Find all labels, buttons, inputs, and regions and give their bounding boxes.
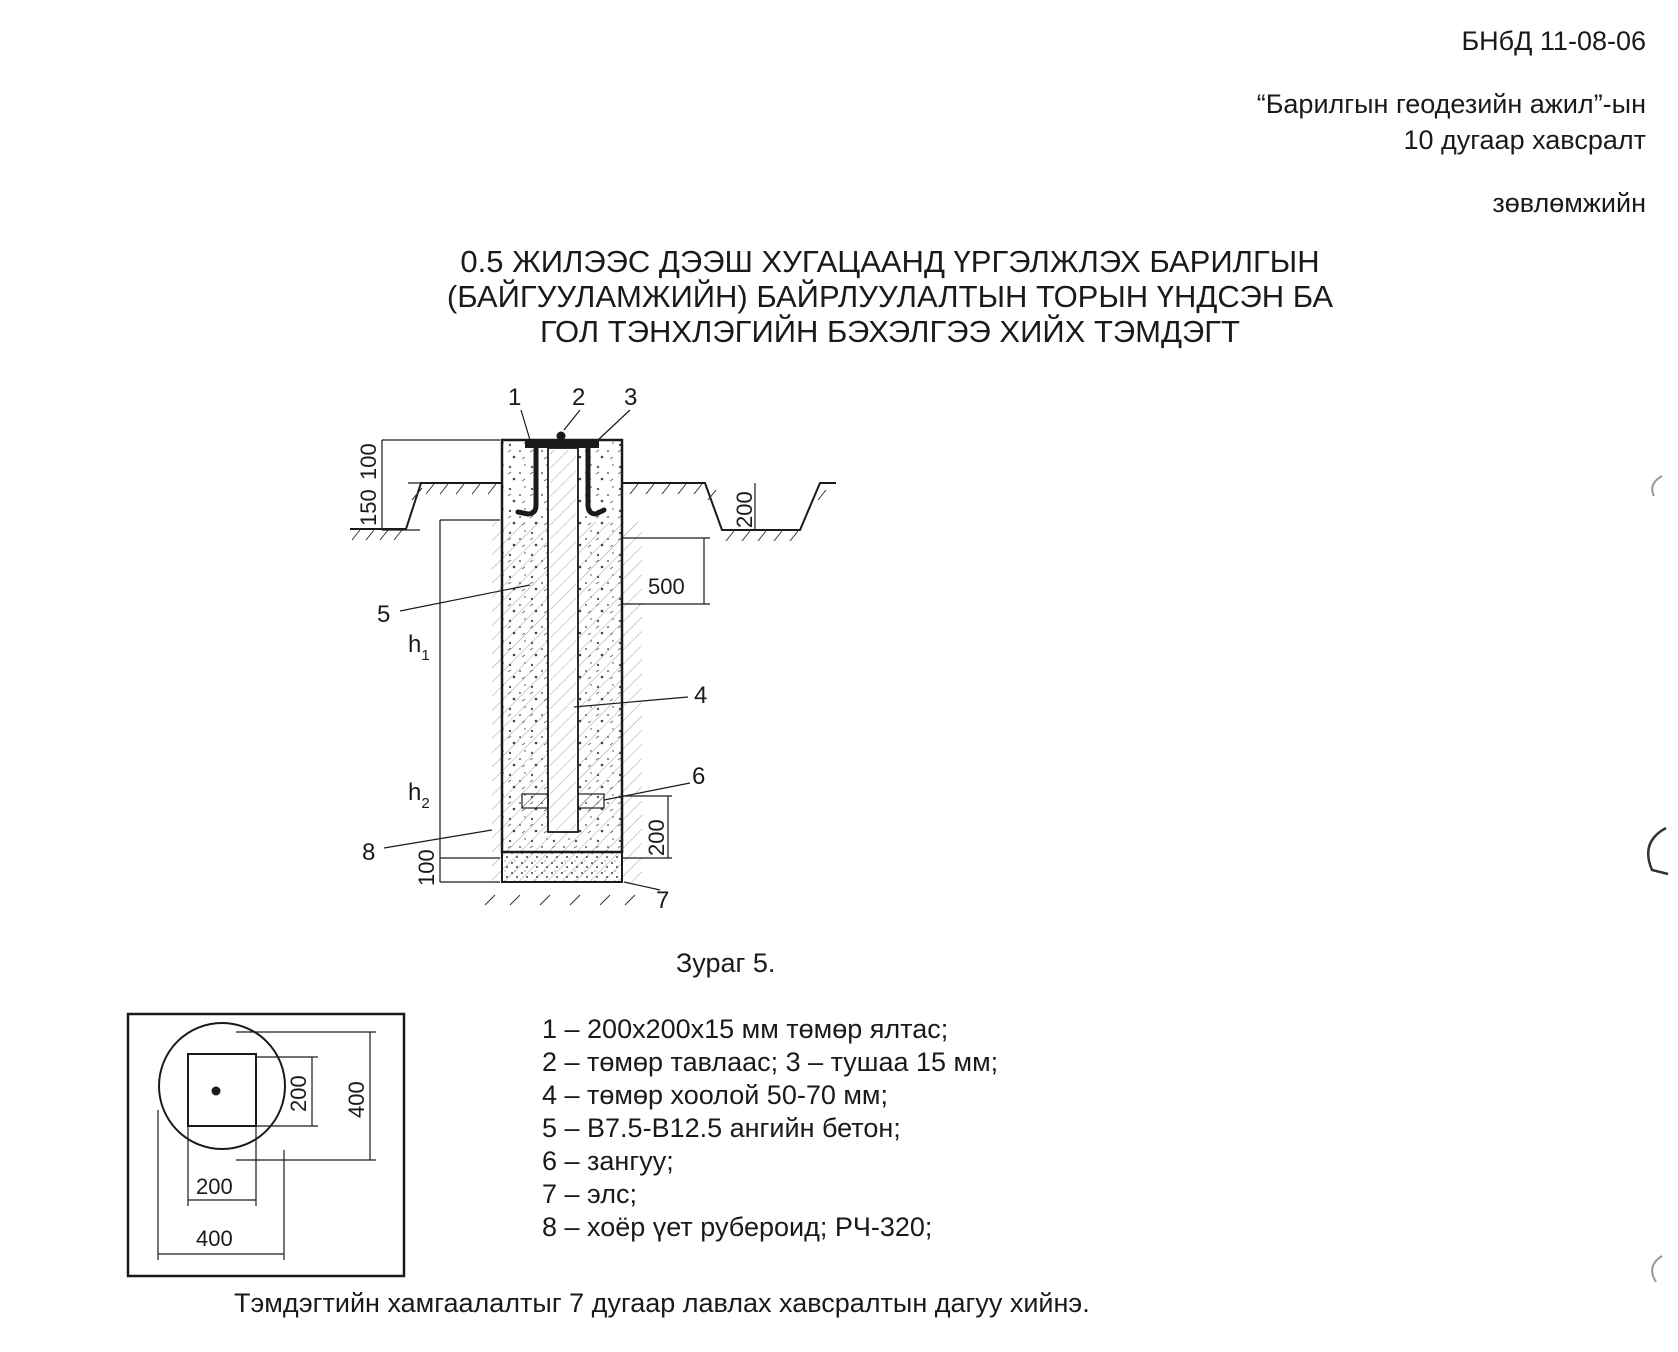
dim-bottom-200: 200 [644,819,669,856]
appendix-reference: “Барилгын геодезийн ажил”-ын 10 дугаар х… [1257,86,1646,158]
binder-marks [1647,475,1669,1283]
dimension-lines [381,439,756,883]
plan-dim-200-horizontal: 200 [196,1174,233,1199]
title-line-3: ГОЛ ТЭНХЛЭГИЙН БЭХЭЛГЭЭ ХИЙХ ТЭМДЭГТ [540,314,1240,349]
title-line-2: (БАЙГУУЛАМЖИЙН) БАЙРЛУУЛАЛТЫН ТОРЫН ҮНДС… [446,279,1334,314]
title-line-1: 0.5 ЖИЛЭЭС ДЭЭШ ХУГАЦААНД ҮРГЭЛЖЛЭХ БАРИ… [460,244,1320,279]
dim-top-100: 100 [356,443,381,480]
appendix-reference-line-2: 10 дугаар хавсралт [1403,125,1647,155]
dim-h2: h2 [408,779,430,812]
marker-point [556,431,566,441]
legend-item-3: 4 – төмөр хоолой 50-70 мм; [542,1080,888,1110]
callout-7: 7 [656,887,669,914]
anchor-hook-left [515,445,539,517]
callout-5: 5 [377,601,390,628]
callout-6: 6 [692,763,705,790]
legend-item-2: 2 – төмөр тавлаас; 3 – тушаа 15 мм; [542,1047,999,1077]
plan-dim-400-vertical: 400 [344,1081,369,1118]
dim-width-500: 500 [648,574,685,599]
steel-plate [525,440,599,448]
sand-cushion [501,851,623,883]
anchor-bar-right [577,793,605,809]
legend-item-4: 5 – B7.5-B12.5 ангийн бетон; [542,1113,901,1143]
appendix-reference-line-1: “Барилгын геодезийн ажил”-ын [1256,89,1646,119]
dim-ditch-200: 200 [732,491,757,528]
dim-top-150: 150 [356,489,381,526]
dim-bottom-100: 100 [414,849,439,886]
footer-note: Тэмдэгтийн хамгаалалтыг 7 дугаар лавлах … [234,1288,1090,1318]
anchor-bar-left [521,793,549,809]
document-code: БНбД 11-08-06 [1461,26,1646,56]
callout-1: 1 [508,384,521,411]
dim-h1: h1 [408,631,430,664]
anchor-hook-right [585,445,607,517]
callout-8: 8 [362,839,375,866]
legend-item-6: 7 – элс; [542,1179,637,1209]
plan-dim-400-horizontal: 400 [196,1226,233,1251]
plan-circle [158,1022,286,1150]
plan-frame [126,1012,406,1278]
callout-4: 4 [694,682,707,709]
leader-lines [383,409,691,891]
plan-marker-dot [211,1086,221,1096]
plan-plate-square [187,1053,257,1127]
callout-3: 3 [624,384,637,411]
legend-item-5: 6 – зангуу; [542,1146,674,1176]
plan-view: 200 400 200 400 [126,1012,406,1278]
plan-dim-200-vertical: 200 [286,1075,311,1112]
legend: 1 – 200x200x15 мм төмөр ялтас; 2 – төмөр… [542,1013,998,1244]
plan-dimension-lines [157,1031,376,1260]
ground-hatch [351,483,827,906]
recommendation-label: зөвлөмжийн [1492,188,1646,218]
page-title: 0.5 ЖИЛЭЭС ДЭЭШ ХУГАЦААНД ҮРГЭЛЖЛЭХ БАРИ… [330,244,1450,349]
legend-item-7: 8 – хоёр үет рубероид; РЧ-320; [542,1212,933,1242]
legend-item-1: 1 – 200x200x15 мм төмөр ялтас; [542,1014,949,1044]
figure-caption: Зураг 5. [676,948,776,978]
callout-2: 2 [572,384,585,411]
